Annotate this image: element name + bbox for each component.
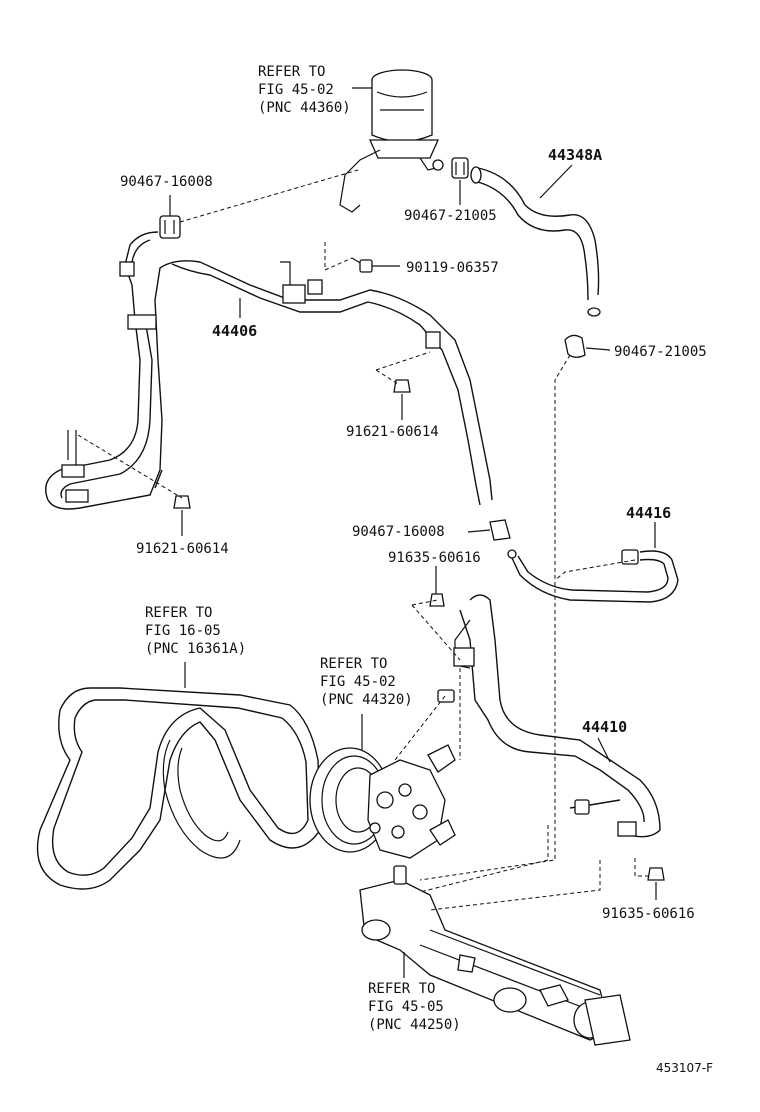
leader-line-44348A [539, 164, 573, 199]
part-90467-16008-mid-label[interactable]: 90467-16008 [352, 524, 445, 540]
part-91621-60614-left-label[interactable]: 91621-60614 [136, 541, 229, 557]
leader-line-44410 [597, 737, 611, 763]
leader-long-vertical [419, 354, 571, 881]
return-line-44416[interactable] [507, 549, 679, 603]
leader-res-to-clip [179, 169, 359, 223]
part-44416-label[interactable]: 44416 [626, 504, 671, 522]
gear-ref-line3[interactable]: (PNC 44250) [368, 1017, 461, 1033]
clip-90467-21005-mid[interactable] [564, 334, 586, 358]
part-90119-06357-label[interactable]: 90119-06357 [406, 260, 499, 276]
part-91635-60616-mid-label[interactable]: 91635-60616 [388, 550, 481, 566]
bolt-91621-60614-left[interactable] [173, 495, 191, 509]
leader-mid-bolt [375, 351, 431, 385]
clip-90467-21005-top[interactable] [451, 157, 469, 179]
bolt-90119-06357[interactable] [351, 257, 373, 273]
part-44410-label[interactable]: 44410 [582, 718, 627, 736]
belt-ref-line1[interactable]: REFER TO [145, 605, 212, 621]
leader-gear-fitting [419, 825, 549, 893]
leader-pump-bolt [411, 599, 461, 661]
reservoir-ref-line3[interactable]: (PNC 44360) [258, 100, 351, 116]
clip-90467-16008-mid[interactable] [489, 519, 511, 541]
bolt-91621-60614-mid[interactable] [393, 379, 411, 393]
pressure-line-44406[interactable] [45, 231, 493, 510]
part-91635-60616-bot-label[interactable]: 91635-60616 [602, 906, 695, 922]
leader-left-bolt [77, 434, 183, 499]
belt-ref-line2[interactable]: FIG 16-05 [145, 623, 221, 639]
gear-ref-line2[interactable]: FIG 45-05 [368, 999, 444, 1015]
steering-gear-assembly[interactable] [359, 865, 631, 1046]
part-91621-60614-mid-label[interactable]: 91621-60614 [346, 424, 439, 440]
power-steering-pump[interactable] [309, 689, 456, 859]
part-90467-16008-top-label[interactable]: 90467-16008 [120, 174, 213, 190]
reservoir-tank[interactable] [339, 69, 444, 213]
leader-gear-clamp [429, 858, 650, 911]
bolt-91635-60616-bot[interactable] [647, 867, 665, 881]
bolt-91635-60616-mid[interactable] [429, 593, 445, 607]
belt-ref-line3[interactable]: (PNC 16361A) [145, 641, 246, 657]
drive-belt[interactable] [36, 687, 321, 890]
figure-code: 453107-F [656, 1061, 713, 1075]
part-90467-21005-mid-label[interactable]: 90467-21005 [614, 344, 707, 360]
leader-bolt-top [324, 242, 353, 271]
gear-ref-line1[interactable]: REFER TO [368, 981, 435, 997]
leader-44416 [554, 559, 636, 581]
part-44348A-label[interactable]: 44348A [548, 146, 602, 164]
pressure-hose-44410[interactable] [453, 594, 661, 838]
clip-90467-16008-top[interactable] [159, 215, 181, 239]
reservoir-ref-line1[interactable]: REFER TO [258, 64, 325, 80]
pump-ref-line3[interactable]: (PNC 44320) [320, 692, 413, 708]
leader-line-21005-mid [585, 347, 611, 351]
leader-line-16008-mid [467, 529, 491, 533]
part-44406-label[interactable]: 44406 [212, 322, 257, 340]
reservoir-ref-line2[interactable]: FIG 45-02 [258, 82, 334, 98]
part-90467-21005-top-label[interactable]: 90467-21005 [404, 208, 497, 224]
hose-44348A[interactable] [470, 166, 601, 317]
leader-pump-fitting [394, 668, 461, 761]
pump-ref-line2[interactable]: FIG 45-02 [320, 674, 396, 690]
pump-ref-line1[interactable]: REFER TO [320, 656, 387, 672]
